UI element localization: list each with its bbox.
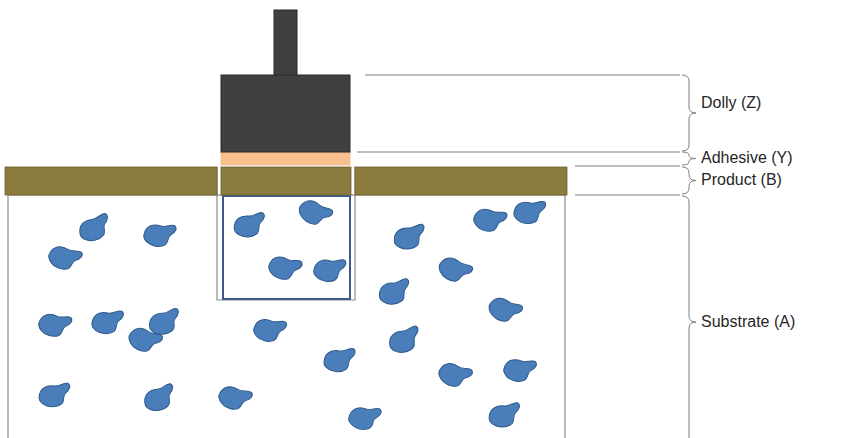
filler-particle: [349, 408, 382, 430]
filler-particle: [503, 359, 536, 382]
dolly-stem: [274, 10, 297, 76]
filler-particle: [295, 197, 333, 230]
substrate: [8, 195, 565, 438]
bracket: [682, 75, 696, 151]
filler-particle: [472, 208, 507, 234]
dolly: [221, 75, 350, 152]
leader-lines: [357, 75, 680, 195]
product-layer: [5, 167, 217, 195]
filler-particle: [313, 259, 347, 282]
filler-particle: [126, 326, 163, 356]
test-area: [223, 196, 350, 299]
layer-label: Substrate (A): [701, 313, 795, 331]
filler-particle: [76, 212, 115, 245]
filler-particle: [487, 401, 524, 429]
product-layer: [355, 167, 567, 195]
adhesive-layer: [221, 152, 350, 165]
filler-particle: [232, 211, 269, 240]
product-layer: [221, 167, 351, 195]
filler-particle: [486, 295, 524, 326]
filler-particle: [143, 225, 176, 247]
bracket: [682, 167, 696, 194]
filler-particle: [37, 382, 73, 409]
layer-label: Adhesive (Y): [701, 149, 793, 167]
filler-particle: [216, 384, 253, 412]
brackets: [682, 75, 696, 438]
bracket: [682, 152, 696, 165]
filler-particle: [38, 313, 73, 338]
filler-particle: [436, 255, 474, 287]
layer-label: Dolly (Z): [701, 94, 761, 112]
filler-particle: [47, 245, 83, 273]
filler-particle: [436, 361, 473, 390]
layer-label: Product (B): [701, 171, 782, 189]
cut-outline: [217, 167, 355, 300]
filler-particle: [391, 223, 428, 253]
filler-particle: [141, 382, 180, 415]
filler-particle: [386, 325, 424, 357]
filler-particle: [267, 255, 303, 282]
bracket: [682, 196, 696, 438]
filler-particle: [513, 200, 547, 224]
filler-particle: [91, 310, 126, 335]
filler-particle: [322, 347, 358, 373]
filler-particles: [37, 197, 547, 430]
filler-particle: [376, 277, 414, 308]
filler-particle: [253, 319, 287, 343]
